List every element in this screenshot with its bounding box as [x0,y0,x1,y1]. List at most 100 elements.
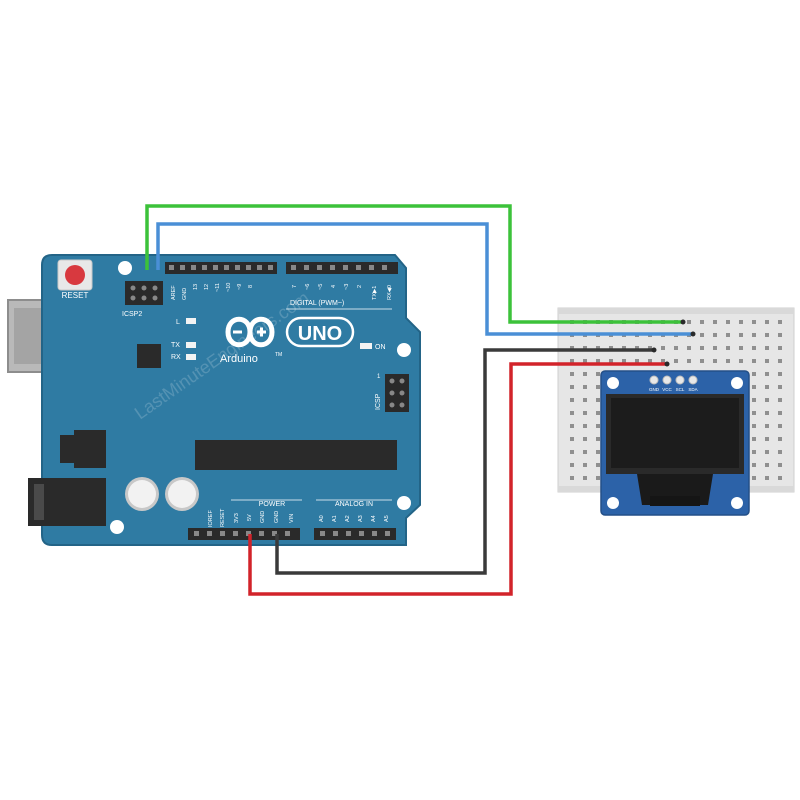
breadboard-hole [752,437,756,441]
breadboard-hole [765,385,769,389]
breadboard-hole [596,437,600,441]
led-l-label: L [176,319,180,326]
analog-header [314,528,396,540]
oled-screen [611,398,739,468]
breadboard-hole [778,424,782,428]
icsp2-label: ICSP2 [122,311,142,318]
breadboard-hole [596,385,600,389]
led-on [360,343,372,349]
oled-pin-label-vcc: VCC [662,387,672,392]
digital-label: DIGITAL (PWM~) [290,300,344,307]
led-l [186,318,196,324]
breadboard-hole [596,359,600,363]
oled-mount-hole [731,377,743,389]
breadboard-hole [596,372,600,376]
breadboard-hole [726,346,730,350]
pin-label-aref: AREF [171,285,177,300]
power-header [188,528,300,540]
breadboard-hole [752,463,756,467]
breadboard-hole [752,411,756,415]
pin-label-8: 8 [248,285,254,288]
pin-label-a0: A0 [319,515,325,522]
breadboard-hole [687,359,691,363]
breadboard-hole [687,346,691,350]
voltage-regulator [60,430,106,468]
breadboard-hole [570,450,574,454]
icsp2-header [125,281,163,305]
pin-label-a1: A1 [332,515,338,522]
breadboard-hole [583,463,587,467]
breadboard-hole [583,346,587,350]
breadboard-hole [765,437,769,441]
reset-button[interactable] [65,265,85,285]
arduino-logo-icon [225,316,275,348]
oled-pin-label-scl: SCL [676,387,685,392]
breadboard-hole [596,346,600,350]
pin-label-gnd: GND [260,511,266,523]
analog-label: ANALOG IN [335,501,373,508]
breadboard-hole [765,476,769,480]
breadboard-hole [596,450,600,454]
pin-label-6: ~6 [305,284,311,290]
icsp-header [385,374,409,412]
breadboard-hole [713,320,717,324]
breadboard-hole [583,424,587,428]
breadboard-hole [596,463,600,467]
oled-pin-label-sda: SDA [688,387,697,392]
breadboard-hole [765,346,769,350]
led-rx [186,354,196,360]
breadboard-hole [570,359,574,363]
mounting-hole [118,261,132,275]
breadboard-hole [778,346,782,350]
digital-header-left [165,262,277,274]
breadboard-hole [765,372,769,376]
wire-black-gnd [275,348,654,575]
breadboard-hole [778,385,782,389]
breadboard-hole [752,385,756,389]
breadboard-hole [687,320,691,324]
breadboard-hole [752,320,756,324]
mounting-hole [397,343,411,357]
breadboard-hole [726,359,730,363]
breadboard-hole [583,359,587,363]
capacitor [125,477,159,511]
breadboard-hole [713,333,717,337]
usb-chip [137,344,161,368]
pin-label-7: 7 [292,285,298,288]
wire-blue-scl [156,222,693,336]
breadboard-hole [674,359,678,363]
breadboard-hole [635,346,639,350]
breadboard-hole [726,333,730,337]
breadboard-hole [778,463,782,467]
breadboard-hole [778,333,782,337]
breadboard-hole [570,372,574,376]
breadboard-hole [700,346,704,350]
breadboard-hole [583,437,587,441]
breadboard-hole [570,476,574,480]
breadboard-hole [648,346,652,350]
breadboard-hole [583,385,587,389]
oled-pin-sda [688,375,698,385]
breadboard-hole [570,346,574,350]
breadboard-hole [609,346,613,350]
oled-pin-vcc [662,375,672,385]
oled-mount-hole [731,497,743,509]
breadboard-hole [635,359,639,363]
oled-pin-label-gnd: GND [649,387,660,392]
breadboard-hole [765,359,769,363]
breadboard-hole [583,476,587,480]
capacitor [165,477,199,511]
breadboard-hole [713,359,717,363]
breadboard-hole [765,424,769,428]
breadboard-hole [700,359,704,363]
pin-label-ioref: IOREF [208,510,214,527]
breadboard-hole [778,411,782,415]
pin-label-reset: RESET [220,508,226,527]
breadboard-hole [674,346,678,350]
pin-label-3: ~3 [344,284,350,290]
pin-label-gnd: GND [274,511,280,523]
breadboard-hole [739,320,743,324]
wire-endpoints [651,319,696,367]
breadboard-hole [778,372,782,376]
